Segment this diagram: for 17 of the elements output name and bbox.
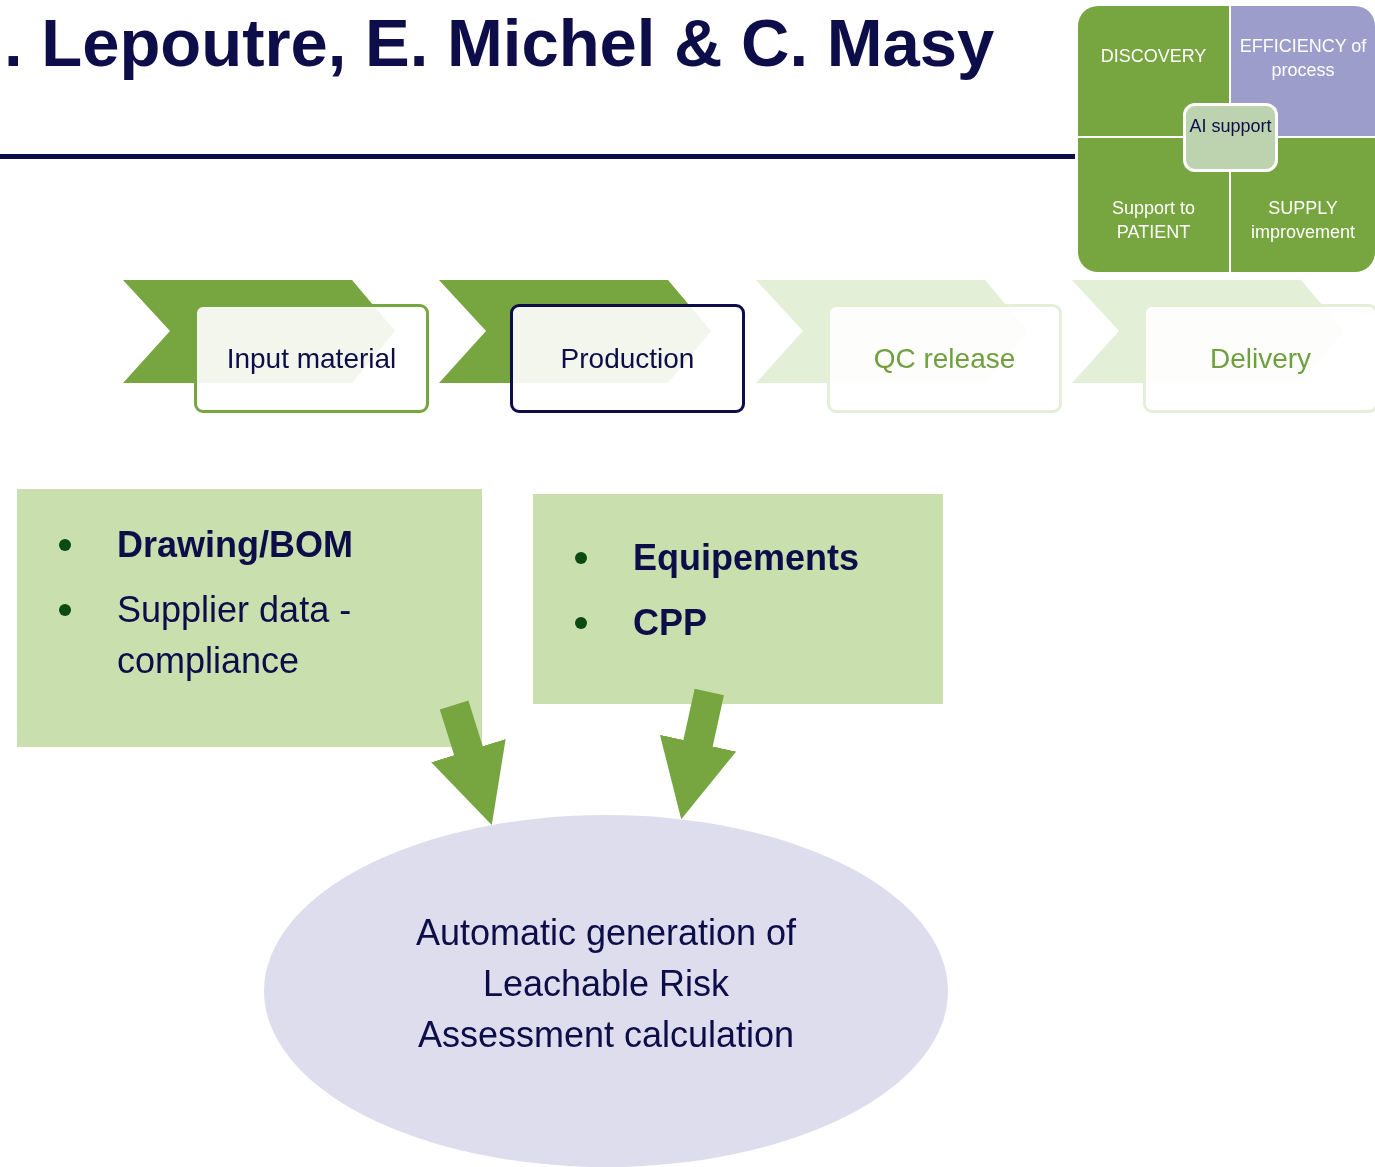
bullet-item: Equipements [533,532,923,583]
block-arrow [431,700,506,826]
center-box: AI support [1183,103,1278,172]
quadrant-box: Support to PATIENT [1078,138,1229,272]
process-box: Input material [194,304,429,413]
bullet-item: Supplier data - compliance [17,584,462,686]
info-panel [17,489,482,747]
block-arrow [659,688,737,820]
bullet-item: Drawing/BOM [17,519,462,570]
title: . Lepoutre, E. Michel & C. Masy [4,4,995,81]
bullet-item: CPP [533,597,923,648]
process-box: QC release [827,304,1062,413]
quadrant-box: SUPPLY improvement [1231,138,1375,272]
result-text: Automatic generation of Leachable Risk Assessment calculation [414,911,798,1057]
process-box: Delivery [1143,304,1375,413]
process-box: Production [510,304,745,413]
info-panel [533,494,943,704]
